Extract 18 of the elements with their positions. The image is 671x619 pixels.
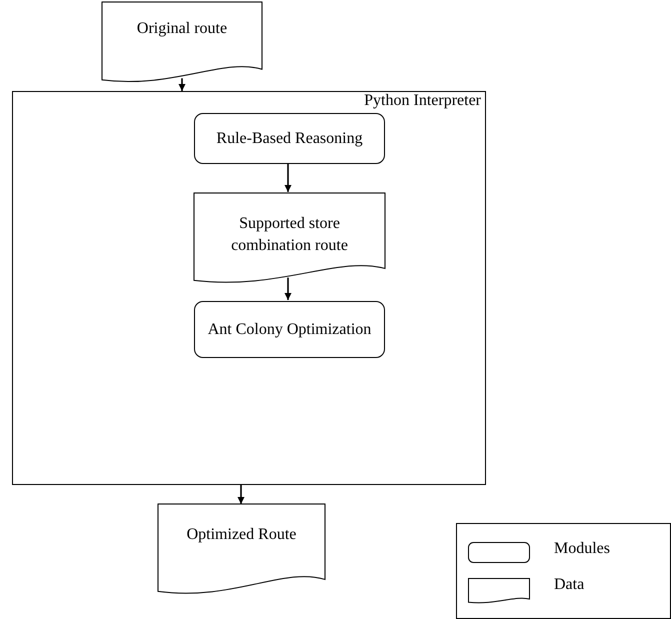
interpreter-frame [12,91,486,485]
legend-label: Data [554,576,584,594]
data-label: Original route [136,19,228,40]
module-box [194,113,385,164]
arrow [284,278,292,300]
data-document-shape [102,2,262,84]
arrow [178,78,186,91]
module-label: Ant Colony Optimization [208,320,372,338]
data-document-shape [194,193,385,285]
arrow [238,485,244,504]
module-label: Rule-Based Reasoning [216,130,363,148]
legend-label: Modules [554,540,610,558]
data-document-shape [158,504,325,596]
arrow [284,163,292,192]
data-label: Optimized Route [186,525,298,546]
frame-title: Python Interpreter [364,91,481,111]
data-label: Supported store combination route [230,214,349,256]
module-box [194,301,385,358]
